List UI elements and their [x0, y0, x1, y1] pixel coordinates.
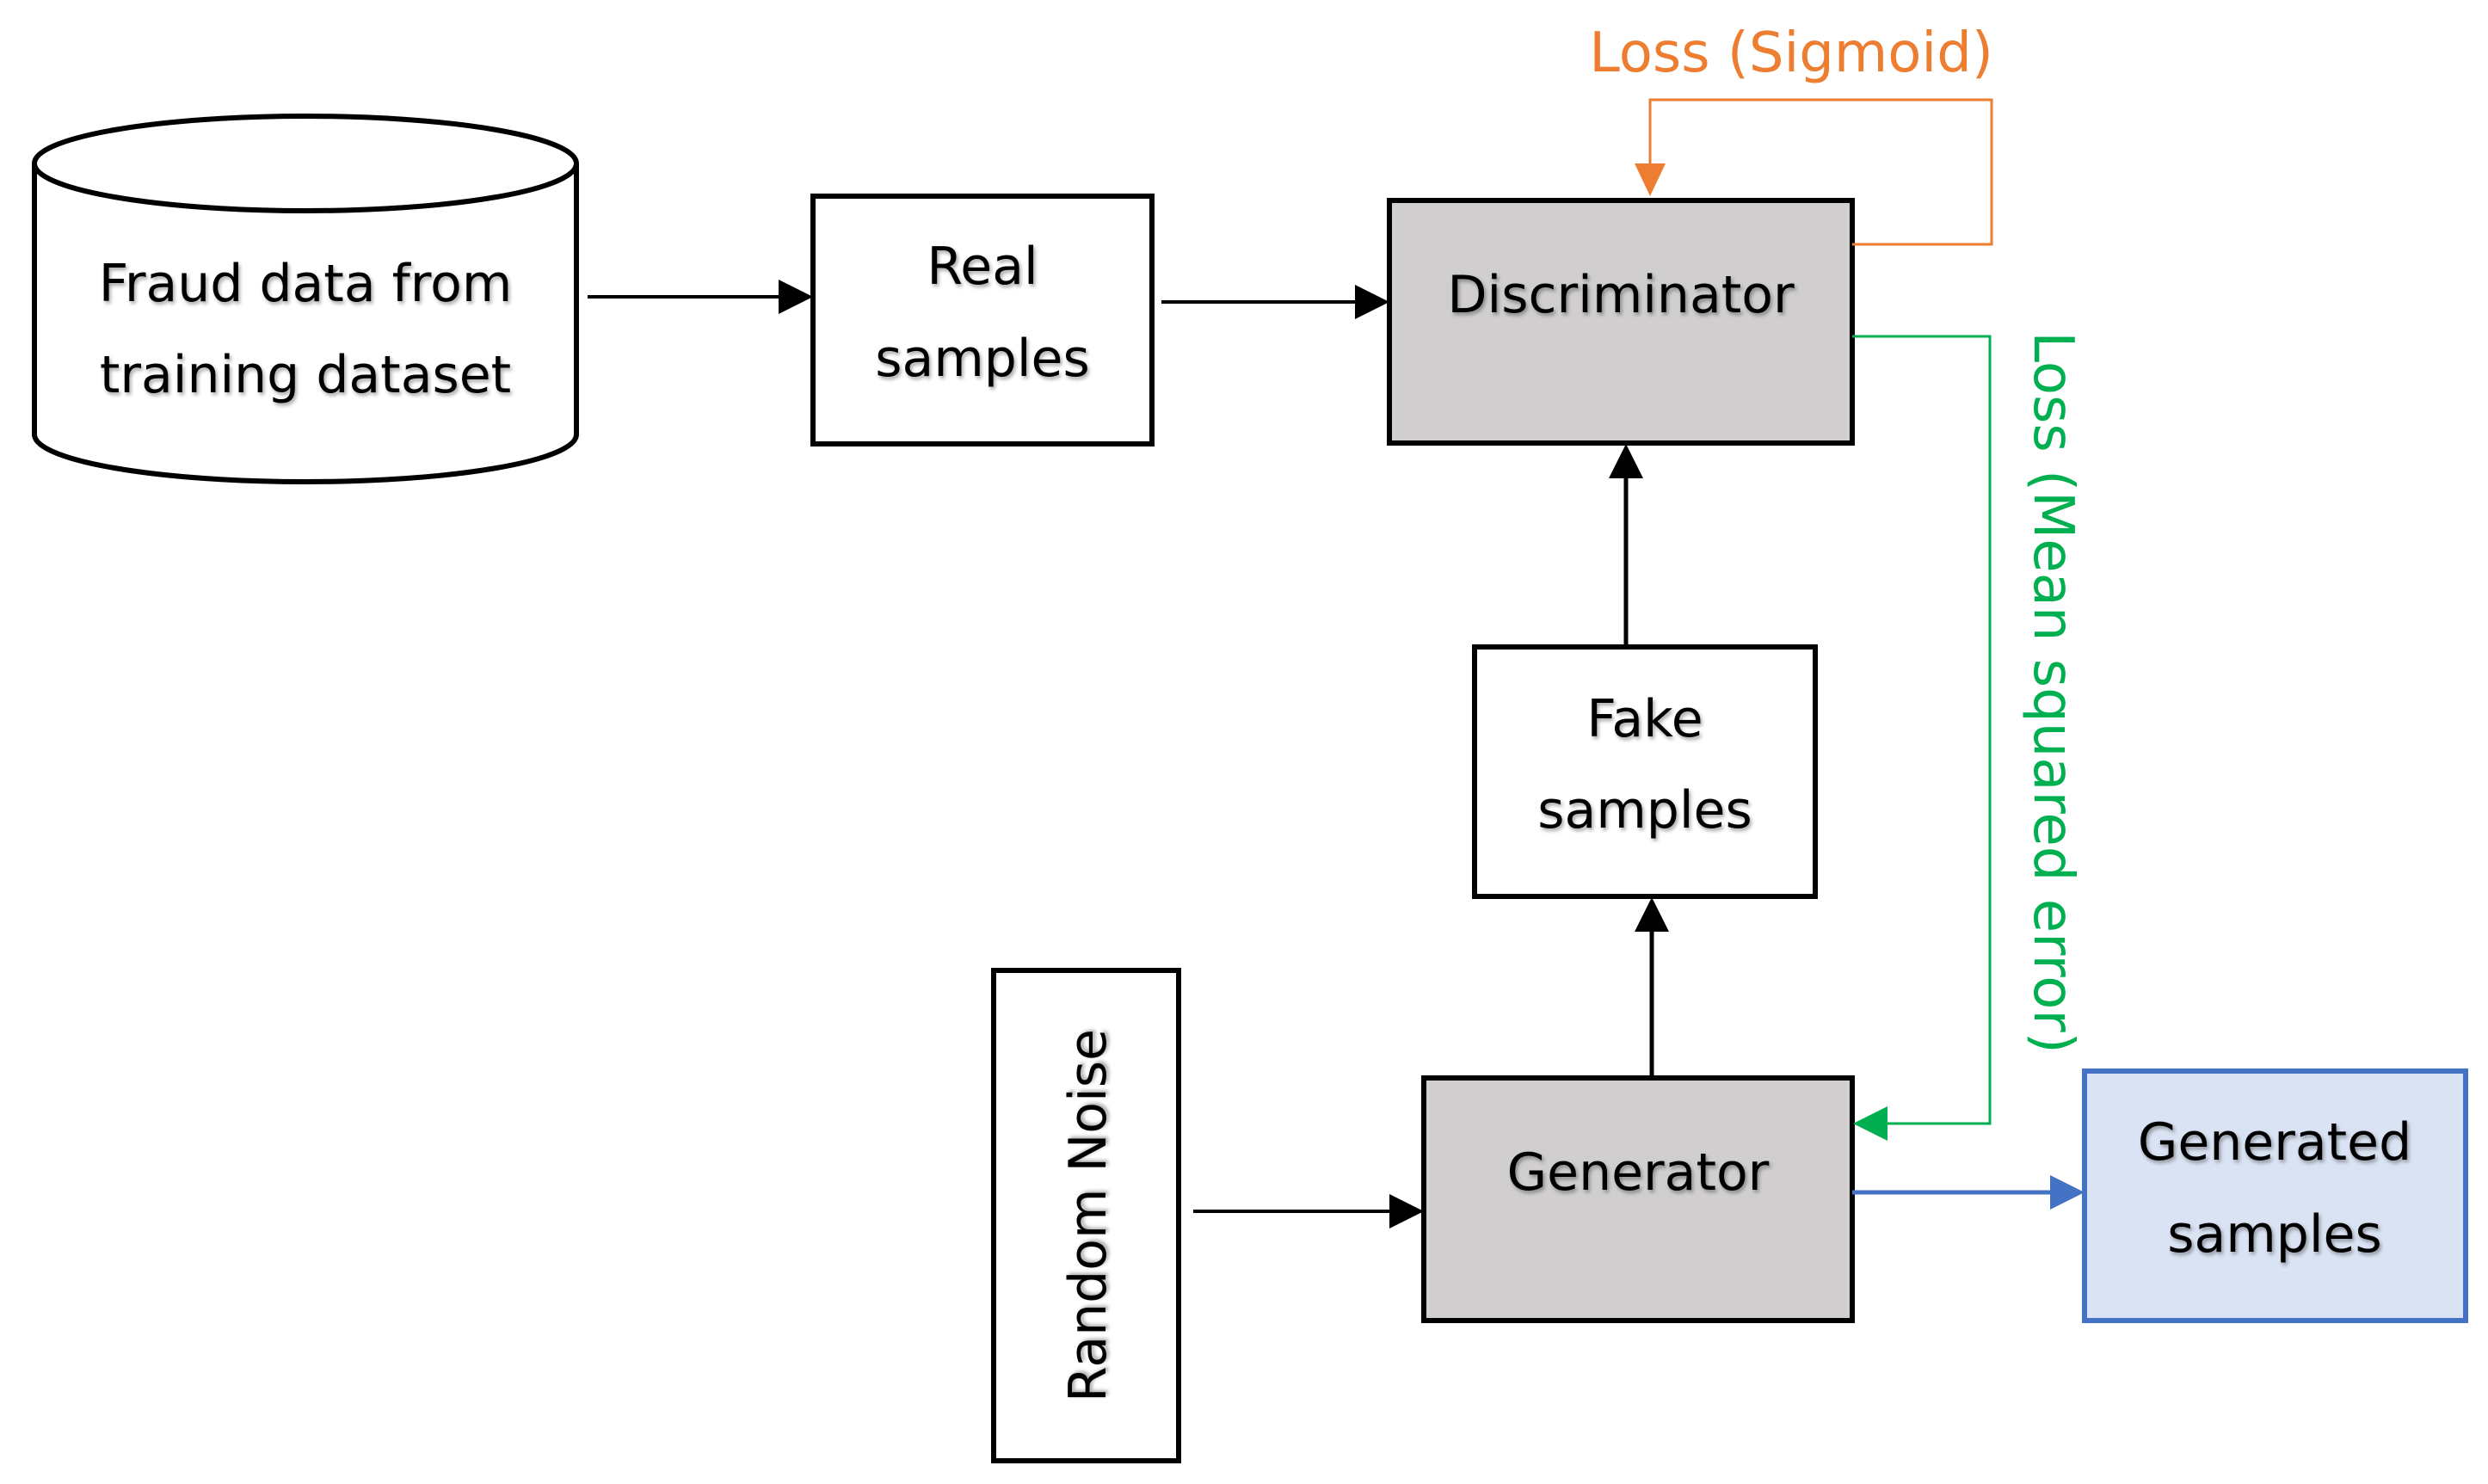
flow-arrows	[588, 280, 1669, 1228]
real-samples-line2: samples	[875, 329, 1089, 389]
loss-mse-label: Loss (Mean squared error)	[2021, 331, 2085, 1053]
cylinder-top	[32, 114, 579, 213]
generator-label: Generator	[1507, 1142, 1770, 1203]
loss-sigmoid-label: Loss (Sigmoid)	[1589, 22, 1993, 85]
fake-samples-line2: samples	[1537, 780, 1752, 841]
real-samples-line1: Real	[927, 237, 1038, 297]
loss-sigmoid-loop: Loss (Sigmoid)	[1589, 22, 1993, 246]
arrowhead-generator-to-fake	[1635, 897, 1669, 932]
fake-samples-node: Fake samples	[1472, 644, 1818, 899]
discriminator-node: Discriminator	[1387, 198, 1855, 446]
cylinder-body	[32, 163, 579, 484]
output-arrow	[1852, 1175, 2085, 1210]
random-noise-node: Random Noise	[991, 968, 1181, 1463]
loss-sigmoid-arrowhead	[1635, 163, 1666, 196]
dataset-cylinder: Fraud data from training dataset	[32, 114, 579, 484]
dataset-label-line2: training dataset	[100, 345, 511, 405]
fake-samples-line1: Fake	[1586, 689, 1703, 749]
generated-samples-line2: samples	[2167, 1204, 2381, 1265]
real-samples-node: Real samples	[810, 194, 1155, 446]
generated-samples-node: Generated samples	[2082, 1068, 2468, 1323]
generator-node: Generator	[1421, 1075, 1855, 1323]
dataset-label-line1: Fraud data from	[99, 254, 513, 314]
arrowhead-dataset-to-real	[779, 280, 813, 314]
arrowhead-noise-to-generator	[1389, 1194, 1424, 1228]
arrowhead-real-to-discriminator	[1355, 285, 1389, 319]
loss-mse-loop: Loss (Mean squared error)	[1852, 331, 2085, 1141]
discriminator-label: Discriminator	[1447, 265, 1795, 325]
loss-sigmoid-path	[1648, 98, 1993, 246]
loss-mse-arrowhead	[1853, 1106, 1888, 1141]
generated-samples-line1: Generated	[2138, 1112, 2411, 1173]
random-noise-label: Random Noise	[1058, 1029, 1118, 1402]
arrowhead-generator-to-generated	[2050, 1175, 2085, 1210]
arrowhead-fake-to-discriminator	[1609, 444, 1643, 478]
loss-mse-path	[1852, 335, 1992, 1125]
